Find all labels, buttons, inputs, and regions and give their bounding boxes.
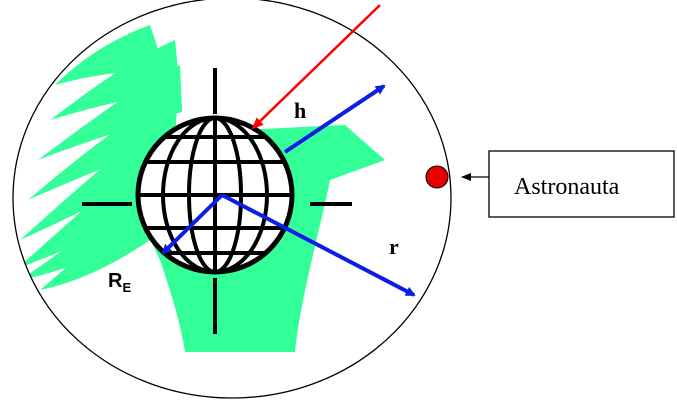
earth-radius-label-main: R [108, 270, 123, 292]
astronaut-label: Astronauta [514, 174, 620, 200]
orbit-radius-label: r [389, 234, 399, 259]
astronaut-dot [425, 165, 449, 189]
green-streaks [18, 25, 182, 290]
blue-vectors [161, 84, 416, 297]
earth-radius-label-sub: E [122, 280, 131, 295]
red-arrow [251, 4, 381, 130]
earth-radius-arrow [161, 193, 224, 255]
astronaut-label-box [488, 150, 675, 218]
altitude-arrow [283, 84, 386, 154]
orbit-radius-arrow [221, 193, 416, 297]
orbit-ellipse [12, 0, 452, 399]
earth-globe [82, 68, 352, 334]
earth-radius-label: RE [108, 270, 131, 295]
altitude-label: h [294, 98, 306, 123]
